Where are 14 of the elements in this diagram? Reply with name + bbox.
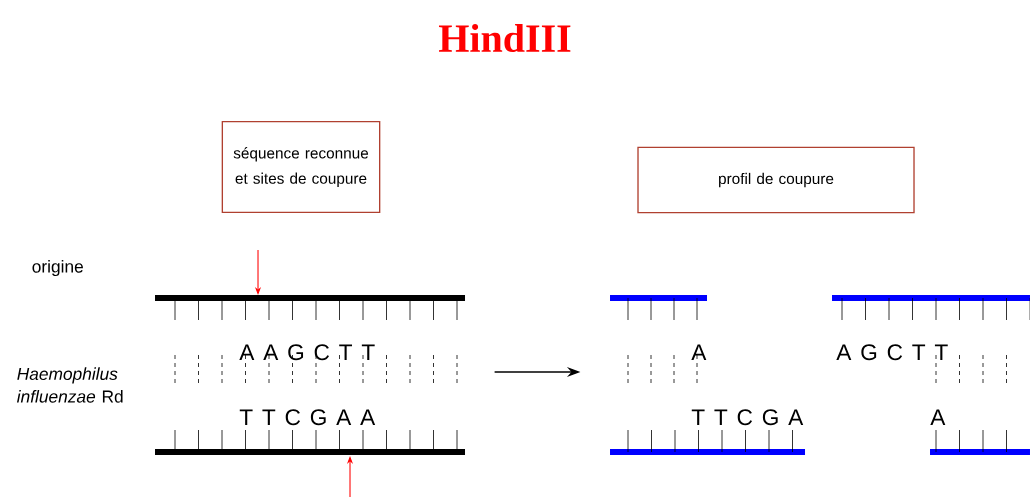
node-label: A	[691, 344, 707, 361]
node-label: T T C G A	[691, 409, 804, 426]
node-label: A A G C T T	[239, 344, 375, 361]
text-label: Haemophilus influenzae Rd	[17, 367, 123, 403]
node-label: A G C T T	[836, 344, 948, 361]
node-label: T T C G A A	[239, 409, 376, 426]
title: HindIII	[439, 23, 571, 53]
dna-drawing: A T T C G A	[610, 295, 805, 455]
label-box: séquence reconnue et sites de coupure	[221, 121, 381, 213]
label-box: profil de coupure	[637, 146, 915, 214]
dna-drawing: A G C T T A	[832, 295, 1030, 455]
text-label: origine	[32, 259, 83, 277]
dna-drawing: A A G C T T T T C G A A	[155, 295, 465, 455]
node-label: A	[930, 409, 946, 426]
